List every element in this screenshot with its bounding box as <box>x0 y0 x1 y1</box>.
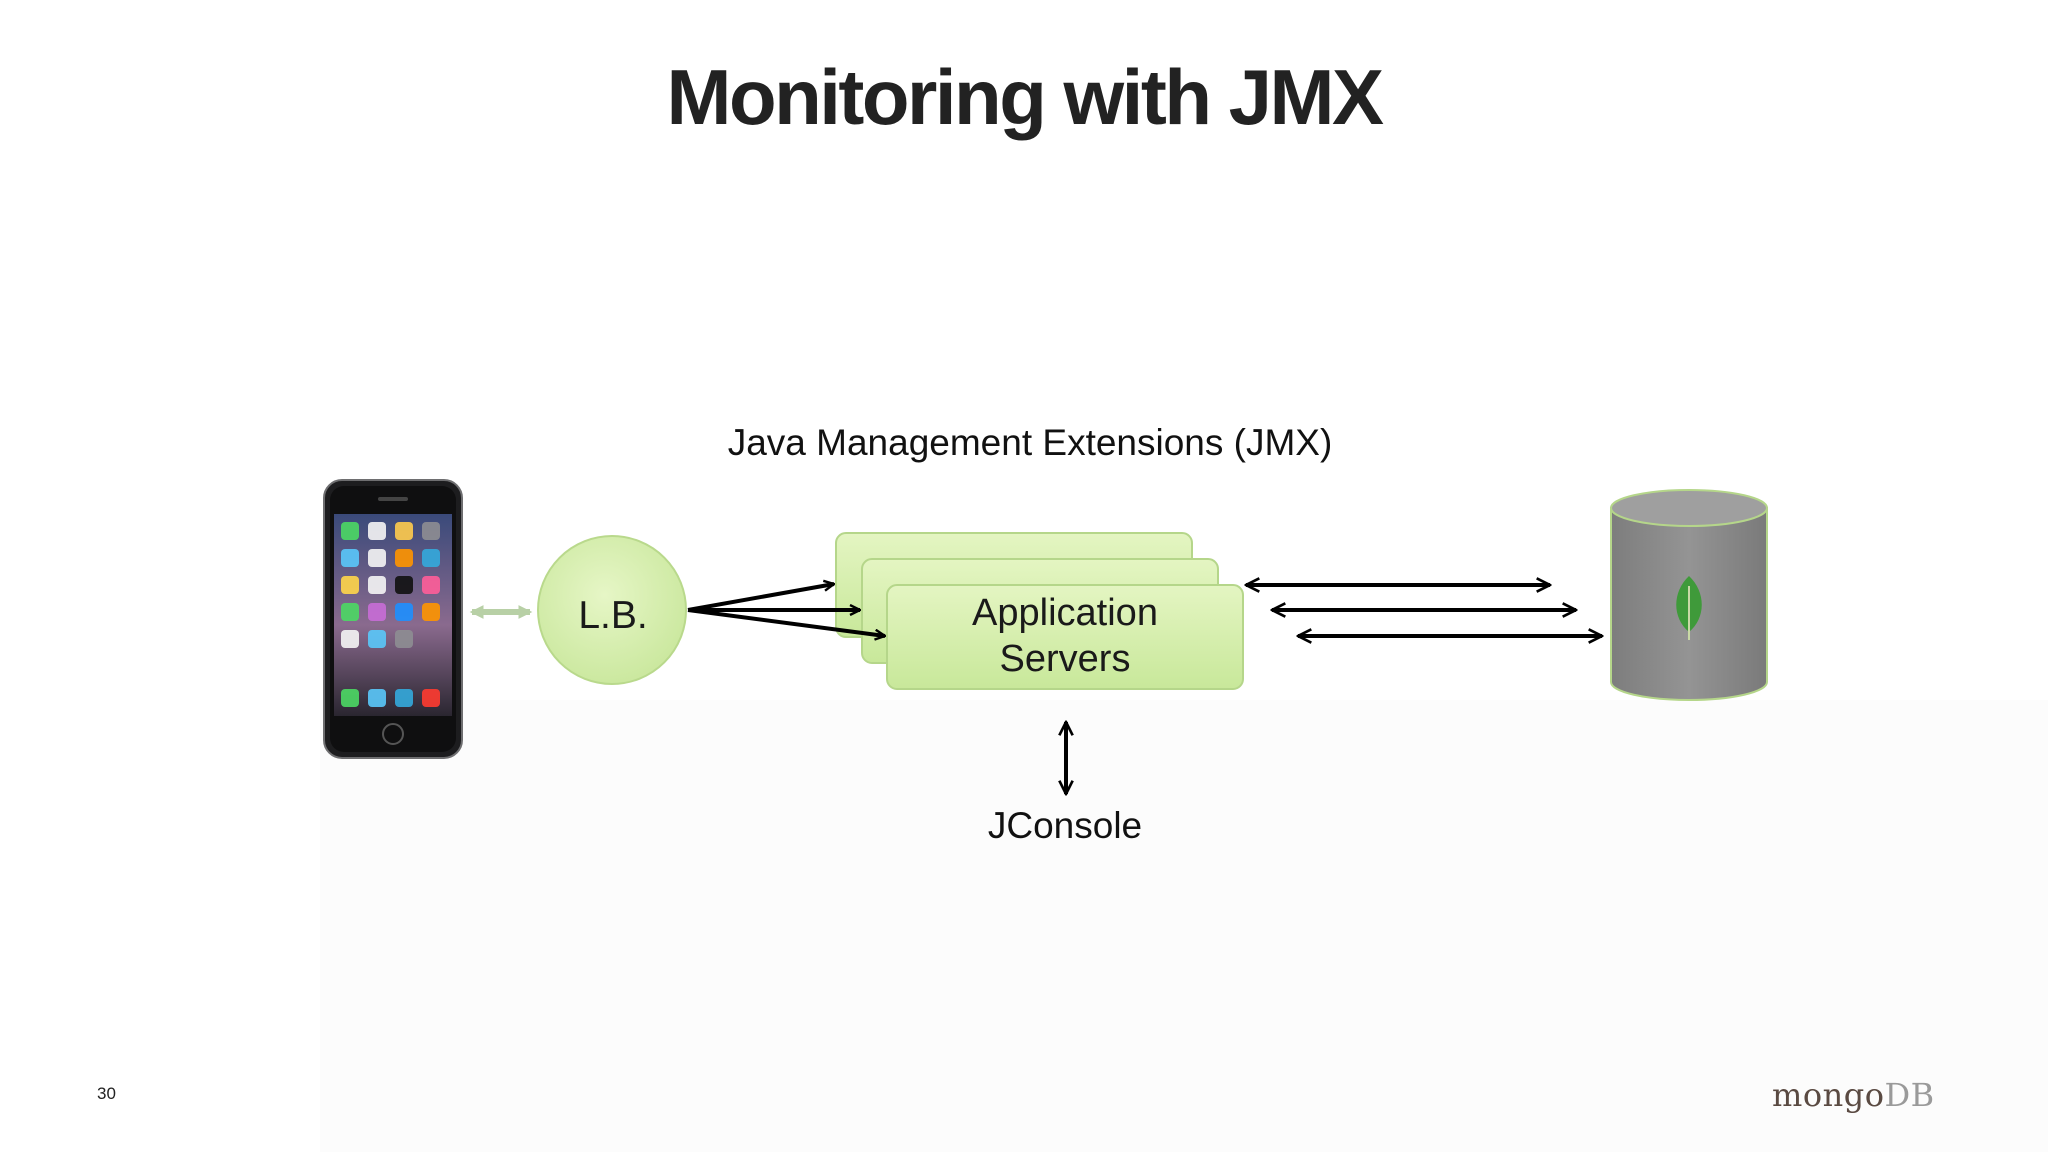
load-balancer-label: L.B. <box>578 594 648 637</box>
lb-to-servers-arrows <box>687 584 885 636</box>
logo-text-mongo: mongo <box>1772 1076 1885 1114</box>
app-servers-stack <box>835 532 1244 690</box>
diagram-subtitle: Java Management Extensions (JMX) <box>727 422 1333 463</box>
app-servers-label-line2: Servers <box>999 638 1131 680</box>
page-title: Monitoring with JMX <box>666 53 1384 141</box>
mongodb-logo: mongoDB <box>1772 1076 1935 1114</box>
app-servers-label-line1: Application <box>972 592 1158 634</box>
mongodb-leaf-icon <box>1676 576 1702 640</box>
jconsole-label: JConsole <box>987 805 1143 846</box>
background-panel <box>320 700 2048 1152</box>
load-balancer-node <box>537 535 687 685</box>
logo-text-db: DB <box>1884 1076 1935 1114</box>
database-cylinder-icon <box>1610 489 1768 701</box>
page-number: 30 <box>97 1084 116 1103</box>
servers-db-arrows <box>1246 585 1602 636</box>
app-servers-label: Application Servers <box>887 590 1243 682</box>
smartphone-icon <box>323 479 463 759</box>
